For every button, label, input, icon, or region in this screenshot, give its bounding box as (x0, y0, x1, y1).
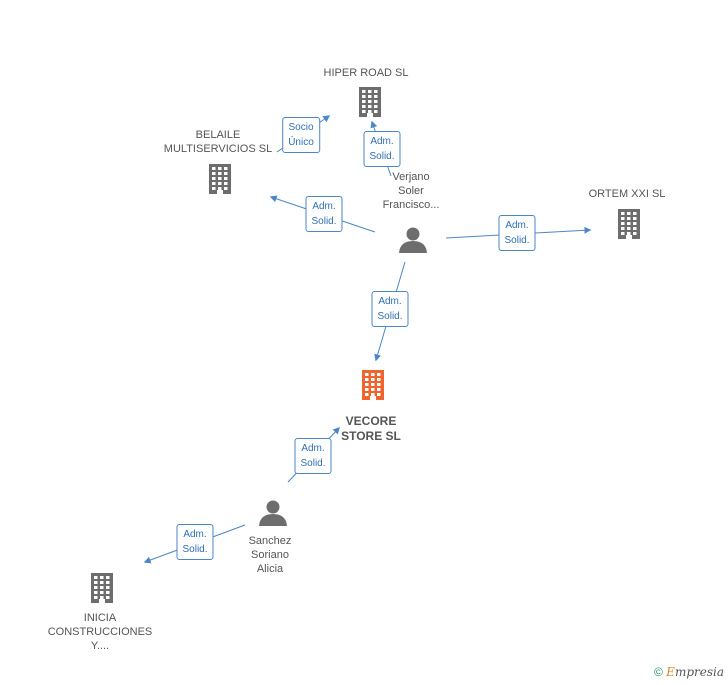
relationship-label[interactable]: Adm. Solid. (305, 196, 343, 232)
node-label-belaile[interactable]: BELAILE MULTISERVICIOS SL (163, 129, 273, 155)
building-icon[interactable] (91, 573, 113, 603)
relationship-label[interactable]: Adm. Solid. (363, 131, 401, 167)
node-label-hiper[interactable]: HIPER ROAD SL (323, 67, 409, 79)
building-icon[interactable] (362, 370, 384, 400)
node-label-sanchez[interactable]: Sanchez Soriano Alicia (248, 535, 292, 575)
building-icon[interactable] (618, 209, 640, 239)
relationship-label[interactable]: Adm. Solid. (371, 291, 409, 327)
building-icon[interactable] (359, 87, 381, 117)
copyright-notice: © Empresia (654, 665, 724, 679)
relationship-label[interactable]: Adm. Solid. (294, 438, 332, 474)
node-label-verjano[interactable]: Verjano Soler Francisco... (382, 171, 440, 211)
node-label-inicia[interactable]: INICIA CONSTRUCCIONES Y.... (47, 612, 153, 652)
node-label-vecore[interactable]: VECORE STORE SL (341, 414, 401, 443)
person-icon[interactable] (399, 227, 427, 254)
relationship-label[interactable]: Adm. Solid. (176, 524, 214, 560)
empresia-logo[interactable]: Empresia (666, 665, 724, 679)
building-icon[interactable] (209, 164, 231, 194)
relationship-label[interactable]: Socio Único (282, 117, 320, 153)
copyright-icon: © (653, 665, 663, 679)
person-icon[interactable] (259, 500, 287, 527)
relationship-label[interactable]: Adm. Solid. (498, 215, 536, 251)
node-label-ortem[interactable]: ORTEM XXI SL (588, 188, 666, 200)
